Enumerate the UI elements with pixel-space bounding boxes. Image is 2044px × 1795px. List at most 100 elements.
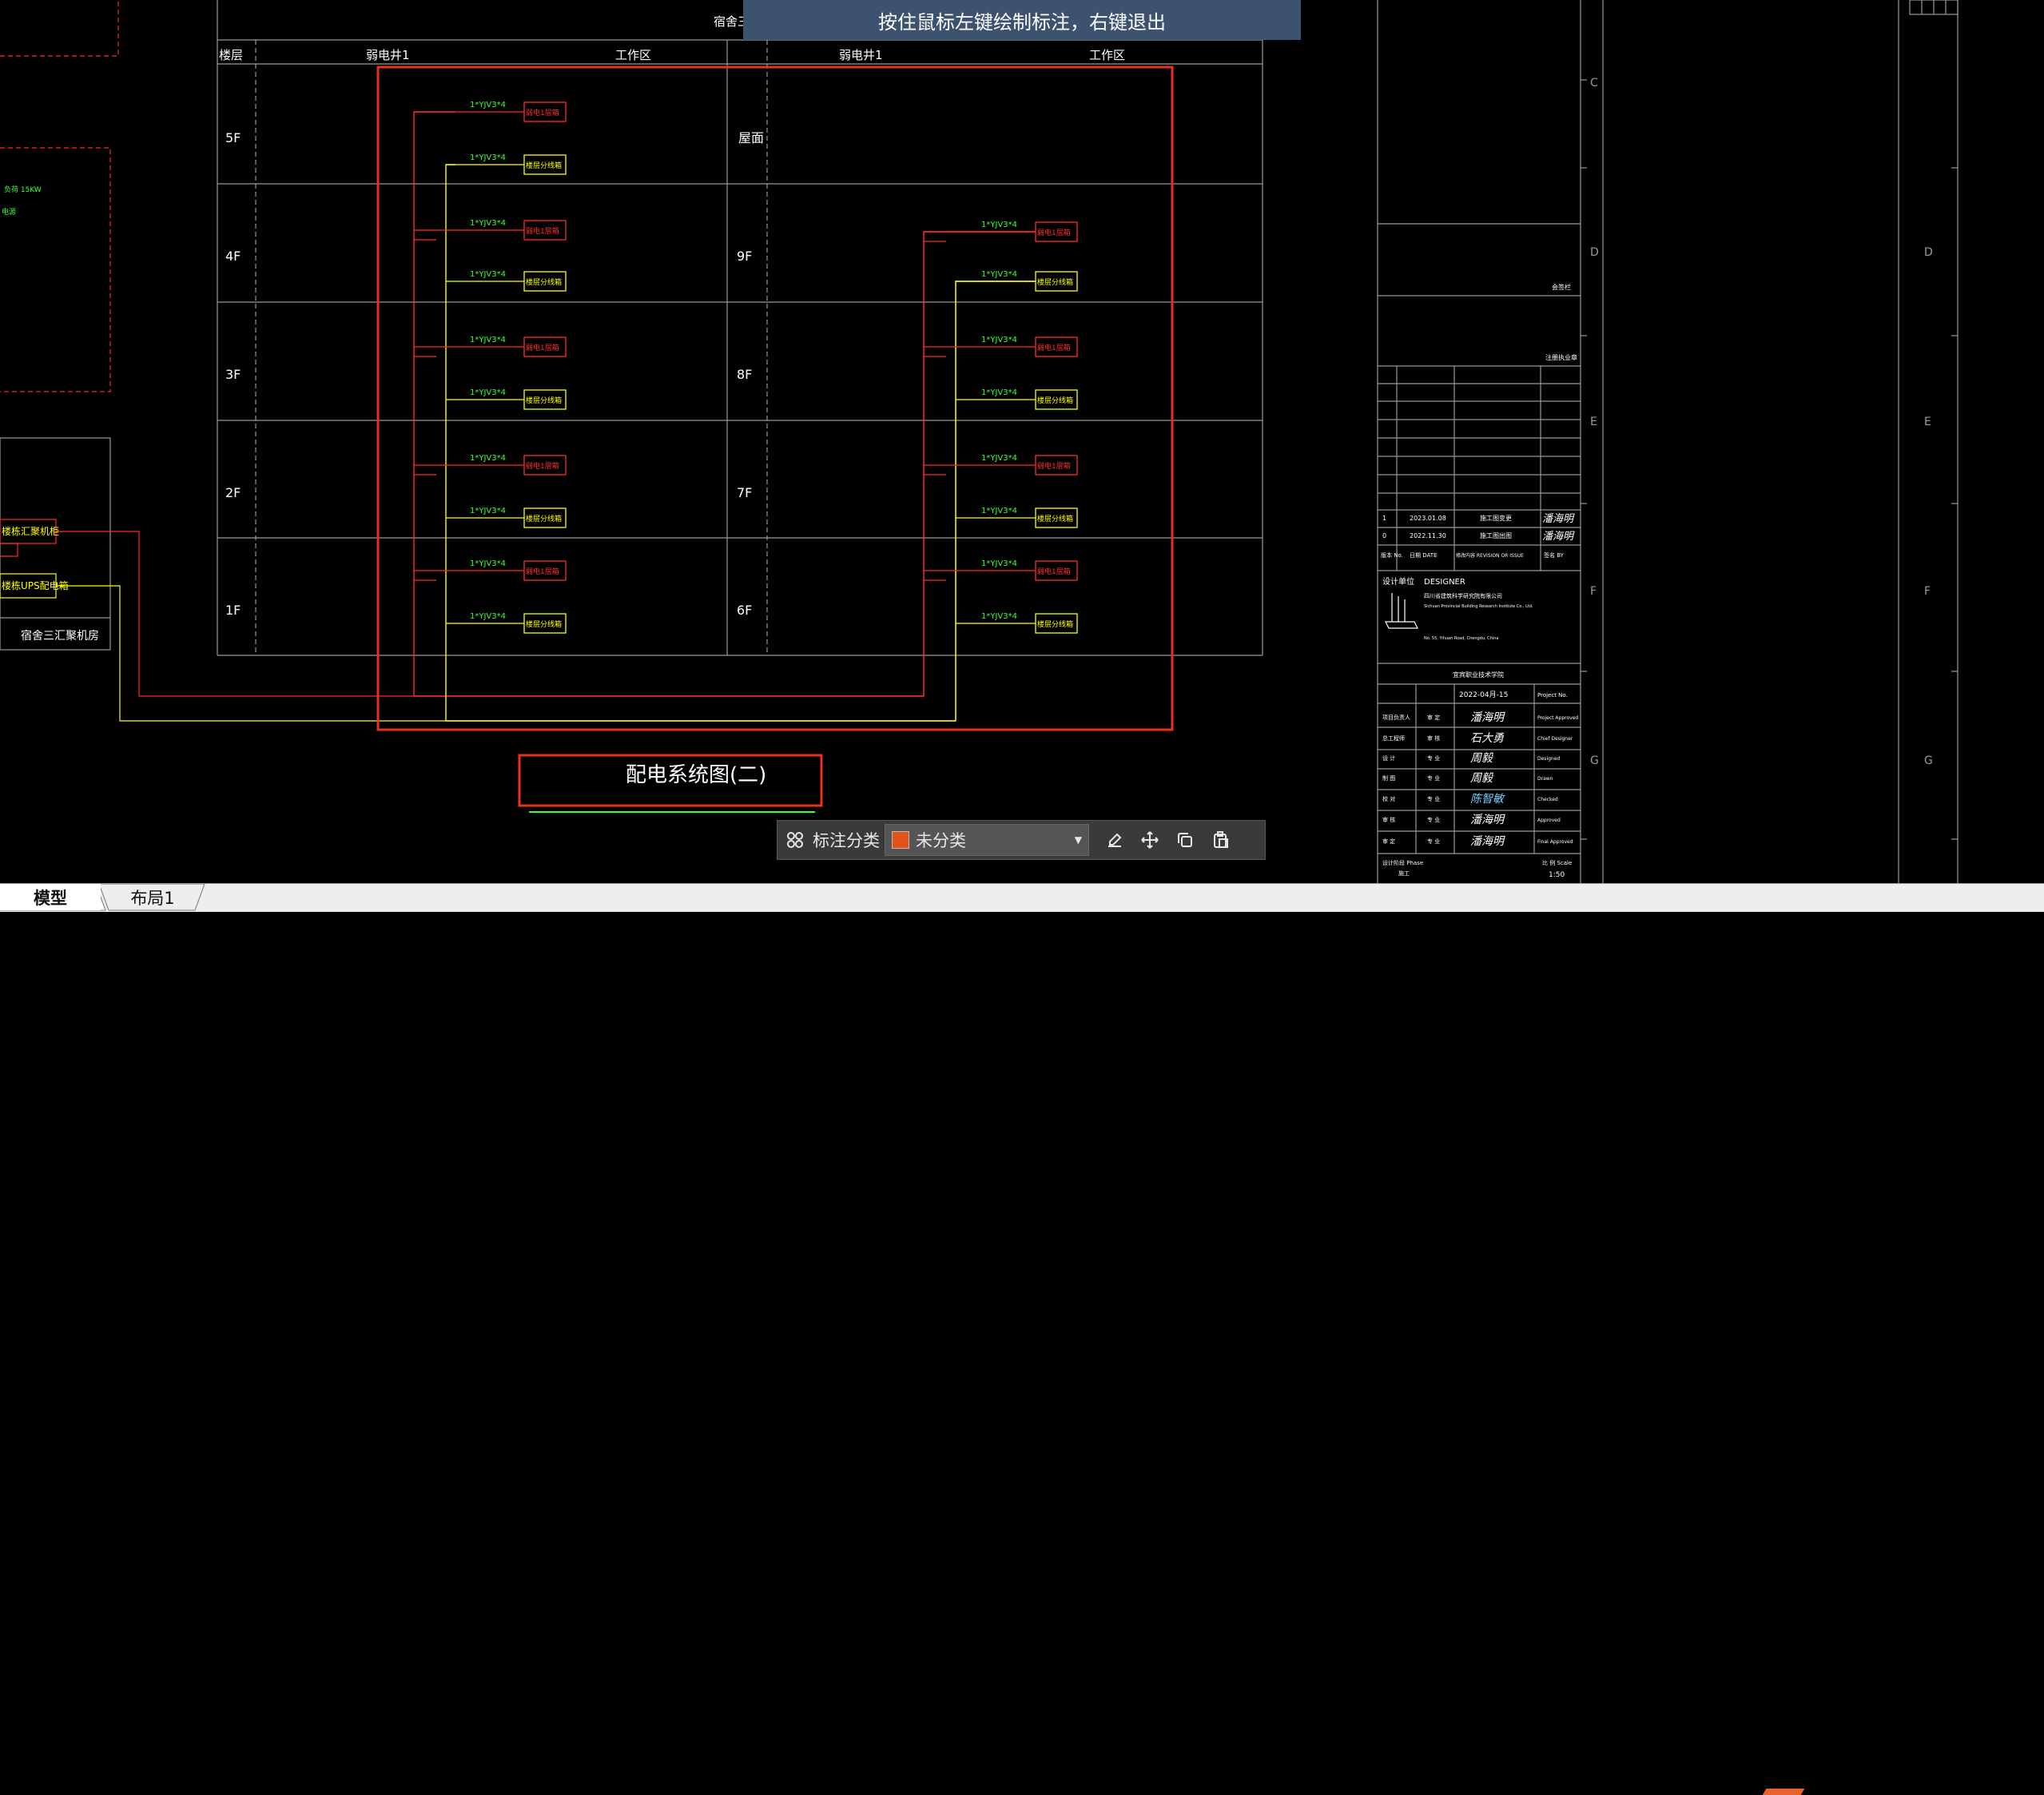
riser-lines [413,111,1036,722]
chevron-down-icon: ▼ [1074,834,1082,846]
phase-value: 施工 [1398,870,1410,877]
left-partial-drawing [0,0,1036,722]
designer-label: 设计单位 [1382,576,1414,587]
role-en: Final Approved [1537,839,1573,845]
category-select[interactable]: 未分类 ▼ [885,824,1089,856]
left-room-label: 宿舍三汇聚机房 [21,629,99,643]
box-label: 楼层分线箱 [526,396,562,405]
yellow-distribution-box [523,389,567,410]
header-work-left: 工作区 [615,48,651,62]
cable-label: 1*YJV3*4 [470,270,506,279]
box-label: 弱电1层箱 [1037,567,1071,576]
yellow-distribution-box [523,507,567,528]
annotation-rect-system[interactable] [376,66,1174,731]
yellow-distribution-box [1035,507,1078,528]
edit-icon[interactable] [1097,822,1132,858]
cable-label: 1*YJV3*4 [470,101,506,109]
project-name: 宜宾职业技术学院 [1453,671,1504,679]
move-icon[interactable] [1132,822,1167,858]
role-signature: 周毅 [1470,772,1494,785]
floor-label: 7F [737,485,752,500]
grid-letter: E [1590,416,1597,428]
role-en: Project Approved [1537,715,1578,721]
role-en: Checked [1537,797,1558,802]
grid-letter: F [1590,585,1597,598]
cable-label: 1*YJV3*4 [981,388,1017,397]
header-floor: 楼层 [219,48,243,62]
role-cn: 设 计 [1382,754,1395,762]
cable-label: 1*YJV3*4 [470,612,506,621]
panel-label-1: 会签栏 [1552,283,1571,291]
rev-desc: 施工图变更 [1480,514,1512,522]
cable-label: 1*YJV3*4 [470,454,506,463]
cable-label: 1*YJV3*4 [470,559,506,568]
company-logo [1385,593,1418,629]
category-selected-value: 未分类 [916,831,966,850]
cable-label: 1*YJV3*4 [470,507,506,515]
left-equip-1: 楼栋汇聚机柜 [2,525,59,537]
scale-label: 比 例 Scale [1542,859,1572,866]
red-distribution-box [1035,560,1078,581]
role-cn: 总工程师 [1382,734,1405,742]
category-color-swatch [892,831,909,849]
role-cn: 校 对 [1382,795,1395,802]
floor-label: 屋面 [738,130,764,145]
grid-letter: G [1924,754,1933,767]
box-label: 弱电1层箱 [1037,343,1071,352]
cable-label: 1*YJV3*4 [981,612,1017,621]
role-signature: 周毅 [1470,752,1494,765]
header-shaft-right: 弱电井1 [839,48,883,62]
role-signature: 潘海明 [1470,835,1505,848]
grid-letter: C [1590,77,1598,90]
phase-label: 设计阶段 Phase [1382,859,1423,866]
cable-label: 1*YJV3*4 [981,559,1017,568]
floor-label: 9F [737,249,752,264]
yellow-distribution-box [1035,389,1078,410]
instruction-text: 按住鼠标左键绘制标注，右键退出 [878,10,1166,34]
rev-no: 0 [1382,532,1386,539]
box-label: 楼层分线箱 [1037,619,1073,629]
company-en: Sichuan Provincial Building Research Ins… [1424,604,1533,609]
paste-icon[interactable] [1203,822,1238,858]
role-en: Drawn [1537,776,1553,782]
grid-letter: G [1590,754,1599,767]
box-label: 弱电1层箱 [1037,228,1071,237]
role-position: 专 业 [1427,754,1440,762]
feeder-group: 弱电1层箱 1*YJV3*4 楼层分线箱 1*YJV3*4 弱电1层箱 1*YJV3*4 楼… [414,101,1078,634]
copy-icon[interactable] [1167,822,1203,858]
floor-label: 2F [225,485,241,500]
yellow-distribution-box [1035,613,1078,634]
grid-menu-icon[interactable] [777,822,813,858]
annotation-toolbar: 标注分类 未分类 ▼ [777,820,1266,860]
cad-drawing-canvas[interactable]: 负荷 15KW 电源 楼栋汇聚机柜 楼栋UPS配电箱 宿舍三汇聚机房 宿舍三 楼… [0,0,2044,883]
grid-letter: D [1590,246,1599,259]
rev-signature: 潘海明 [1542,531,1575,543]
category-label: 标注分类 [813,831,880,850]
box-label: 弱电1层箱 [526,461,559,471]
cable-label: 1*YJV3*4 [981,454,1017,463]
tab-model[interactable]: 模型 [0,884,101,910]
annotation-rect-title[interactable] [518,754,823,807]
role-cn: 项目负责人 [1382,714,1410,721]
yellow-distribution-box [523,154,567,175]
tab-label: 布局1 [130,888,175,908]
tab-layout1[interactable]: 布局1 [109,884,197,910]
rev-signature: 潘海明 [1542,513,1575,525]
tab-label: 模型 [34,888,67,908]
role-position: 审 核 [1427,734,1440,742]
cable-label: 1*YJV3*4 [981,270,1017,279]
red-distribution-box [523,101,567,122]
box-label: 弱电1层箱 [526,343,559,352]
rev-header-date: 日期 DATE [1410,552,1437,559]
role-signature: 石大勇 [1470,732,1505,745]
role-signature: 潘海明 [1470,814,1505,826]
role-en: Chief Designer [1537,736,1573,742]
role-en: Designed [1537,756,1560,762]
role-signature: 潘海明 [1470,711,1505,724]
cable-label: 1*YJV3*4 [981,336,1017,344]
title-block-frame [1377,0,1959,883]
box-label: 楼层分线箱 [1037,277,1073,287]
floor-label: 5F [225,130,241,145]
box-label: 楼层分线箱 [1037,514,1073,523]
